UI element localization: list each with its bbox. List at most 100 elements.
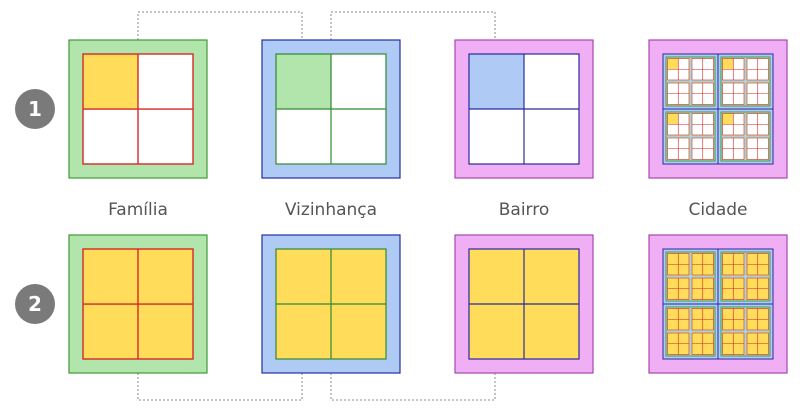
- family-cell: [667, 319, 679, 330]
- cidade-tile-row-2: [648, 234, 788, 374]
- family-cell: [722, 308, 734, 320]
- bairro-tile-row-1: [454, 39, 594, 179]
- vizinhanca-cell: [331, 249, 386, 304]
- family-cell: [757, 333, 769, 344]
- family-cell: [667, 83, 679, 94]
- family-cell: [692, 124, 703, 135]
- family-cell: [747, 253, 758, 265]
- family-cell: [733, 264, 744, 275]
- family-cell: [722, 58, 734, 70]
- family-cell: [757, 148, 769, 160]
- family-cell: [757, 288, 769, 300]
- family-cell: [678, 58, 689, 70]
- family-cell: [747, 319, 758, 330]
- family-cell: [678, 69, 689, 80]
- family-cell: [757, 93, 769, 105]
- family-cell: [747, 333, 758, 344]
- family-cell: [667, 253, 679, 265]
- family-cell: [722, 138, 734, 149]
- bairro-cell: [469, 304, 524, 359]
- vizinhanca-tile-row-1: [261, 39, 401, 179]
- family-cell: [733, 278, 744, 289]
- family-cell: [692, 264, 703, 275]
- row-2-number: 2: [28, 292, 42, 316]
- cidade-tile-row-1: [648, 39, 788, 179]
- family-cell: [722, 343, 734, 355]
- family-cell: [757, 58, 769, 70]
- family-cell: [138, 249, 193, 304]
- family-cell: [722, 288, 734, 300]
- family-cell: [692, 148, 703, 160]
- family-cell: [138, 304, 193, 359]
- vizinhanca-cell: [331, 304, 386, 359]
- familia-tile-row-1: [68, 39, 208, 179]
- family-cell: [83, 109, 138, 164]
- family-cell: [733, 148, 744, 160]
- family-cell: [678, 278, 689, 289]
- connector-familia-to-vizinhanca: [137, 11, 306, 78]
- family-cell: [702, 343, 714, 355]
- family-cell: [747, 69, 758, 80]
- family-cell: [702, 288, 714, 300]
- vizinhanca-cell: [276, 54, 331, 109]
- vizinhanca-cell: [331, 109, 386, 164]
- familia-tile-row-2: [68, 234, 208, 374]
- family-cell: [702, 113, 714, 125]
- family-cell: [733, 138, 744, 149]
- family-cell: [83, 249, 138, 304]
- bairro-cell: [469, 249, 524, 304]
- family-cell: [747, 343, 758, 355]
- family-cell: [667, 113, 679, 125]
- family-cell: [757, 343, 769, 355]
- family-cell: [667, 264, 679, 275]
- family-cell: [678, 264, 689, 275]
- vizinhanca-cell: [276, 304, 331, 359]
- family-cell: [667, 278, 679, 289]
- family-cell: [692, 333, 703, 344]
- family-cell: [678, 148, 689, 160]
- family-cell: [747, 113, 758, 125]
- row-1-number: 1: [28, 97, 42, 121]
- family-cell: [733, 113, 744, 125]
- family-cell: [678, 83, 689, 94]
- connectors: [137, 11, 499, 401]
- family-cell: [702, 138, 714, 149]
- bairro-cell: [469, 109, 524, 164]
- family-cell: [757, 124, 769, 135]
- family-cell: [667, 343, 679, 355]
- family-cell: [722, 148, 734, 160]
- family-cell: [702, 319, 714, 330]
- family-cell: [692, 113, 703, 125]
- family-cell: [667, 58, 679, 70]
- vizinhanca-cell: [331, 54, 386, 109]
- family-cell: [747, 264, 758, 275]
- vizinhanca-cell: [276, 109, 331, 164]
- family-cell: [747, 93, 758, 105]
- family-cell: [722, 264, 734, 275]
- bairro-tile-row-2: [454, 234, 594, 374]
- bairro-cell: [524, 54, 579, 109]
- family-cell: [667, 138, 679, 149]
- connector-vizinhanca-to-bairro: [330, 11, 499, 78]
- family-cell: [733, 69, 744, 80]
- family-cell: [747, 83, 758, 94]
- family-cell: [667, 288, 679, 300]
- family-cell: [747, 288, 758, 300]
- family-cell: [692, 278, 703, 289]
- family-cell: [733, 83, 744, 94]
- family-cell: [678, 253, 689, 265]
- family-cell: [692, 93, 703, 105]
- family-cell: [692, 138, 703, 149]
- family-cell: [747, 138, 758, 149]
- family-cell: [83, 304, 138, 359]
- family-cell: [692, 58, 703, 70]
- family-cell: [692, 83, 703, 94]
- row-1-badge: 1: [15, 89, 55, 129]
- family-cell: [757, 138, 769, 149]
- family-cell: [692, 343, 703, 355]
- family-cell: [702, 264, 714, 275]
- family-cell: [702, 278, 714, 289]
- family-cell: [692, 288, 703, 300]
- family-cell: [692, 253, 703, 265]
- family-cell: [678, 308, 689, 320]
